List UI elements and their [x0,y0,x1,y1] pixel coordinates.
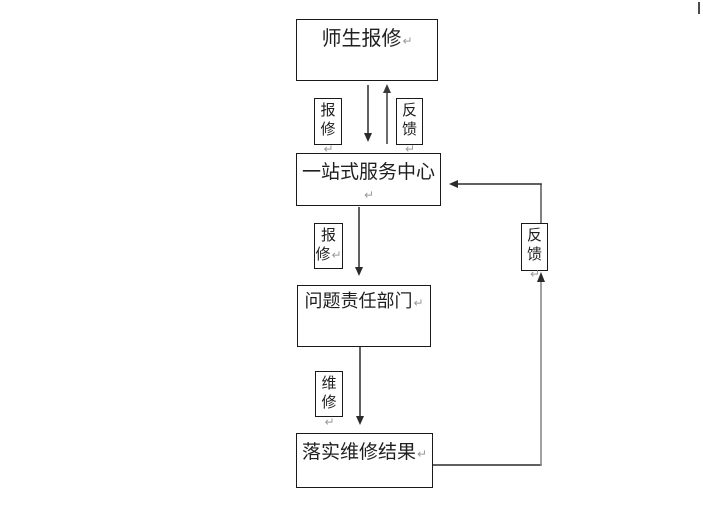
node-maintenance-label: 维 修 ↵ [315,371,343,429]
node-label: 维 修 [321,374,337,411]
arrow-down-repair-to-center-icon [364,85,372,142]
paragraph-mark-icon: ↵ [416,447,428,461]
node-label: 落实维修结果 [301,441,416,463]
paragraph-mark-icon: ↵ [402,34,413,48]
paragraph-mark-icon: ↵ [324,415,335,429]
node-label: 一站式服务中心 [301,161,435,183]
node-one-stop-service-center: 一站式服务中心 ↵ [296,153,441,206]
arrow-up-feedback-to-repair-icon [383,84,391,144]
paragraph-mark-icon: ↵ [323,142,334,156]
node-problem-responsible-department: 问题责任部门↵ [297,285,431,347]
node-repair-request-label-1: 报 修 ↵ [314,98,342,156]
node-label: 报 修 [315,226,336,263]
arrow-down-center-to-department-icon [355,207,363,276]
node-label: 问题责任部门 [304,291,413,312]
paragraph-mark-icon: ↵ [363,188,375,202]
node-label: 反 馈 [526,226,542,263]
node-label: 师生报修 [321,26,402,50]
paragraph-mark-icon: ↵ [331,248,342,262]
node-feedback-label-2: 反 馈 ↵ [521,223,548,281]
node-feedback-label-1: 反 馈 ↵ [396,98,423,156]
arrow-down-department-to-results-icon [356,347,364,425]
node-label: 报 修 [320,101,336,138]
screen-edge-artifact [698,2,700,14]
paragraph-mark-icon: ↵ [529,267,541,281]
arrow-left-into-center-icon [449,180,458,188]
node-teacher-student-repair-request: 师生报修↵ [296,19,438,81]
node-label: 反 馈 [401,101,417,138]
node-implement-repair-results: 落实维修结果↵ [296,433,433,488]
paragraph-mark-icon: ↵ [404,142,416,156]
node-repair-request-label-2: 报 修↵ [314,223,343,269]
paragraph-mark-icon: ↵ [413,296,424,310]
